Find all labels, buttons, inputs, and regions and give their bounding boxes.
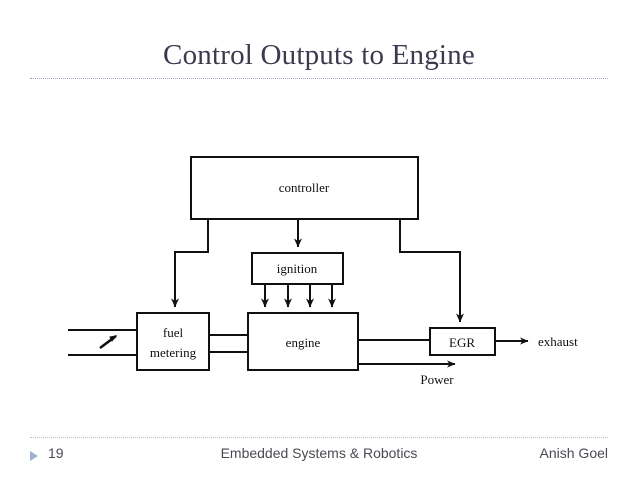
throttle-valve-icon (99, 334, 118, 350)
footer-divider (30, 437, 608, 438)
triangle-bullet-icon (30, 451, 38, 461)
node-ignition-label: ignition (277, 261, 318, 276)
node-engine-box (247, 312, 359, 371)
node-egr-box (429, 327, 496, 356)
node-controller-box (190, 156, 419, 220)
node-fuel-metering-label-line2: metering (150, 345, 197, 360)
slide-number: 19 (48, 445, 64, 461)
title-divider (30, 78, 608, 79)
edge-label-exhaust: exhaust (538, 334, 578, 349)
node-fuel-metering-label-line1: fuel (163, 325, 184, 340)
node-fuel-metering-box (136, 312, 210, 371)
page-title: Control Outputs to Engine (163, 39, 475, 71)
footer-course-title: Embedded Systems & Robotics (220, 445, 418, 461)
node-egr-label: EGR (449, 335, 475, 350)
footer-author: Anish Goel (539, 445, 608, 461)
edge-fuel-metering-to-engine (209, 334, 248, 353)
node-engine-label: engine (286, 335, 321, 350)
edge-intake-to-fuel-metering (68, 329, 137, 356)
edge-controller-to-egr (399, 219, 464, 323)
node-ignition-box (251, 252, 344, 285)
edge-ignition-to-engine-cylinders (261, 284, 336, 308)
edge-controller-to-fuel-metering (171, 219, 209, 308)
edge-label-power: Power (420, 372, 454, 387)
slide-footer: 19 Embedded Systems & Robotics Anish Goe… (0, 444, 638, 472)
node-controller-label: controller (279, 180, 330, 195)
title-area: Control Outputs to Engine (0, 38, 638, 72)
